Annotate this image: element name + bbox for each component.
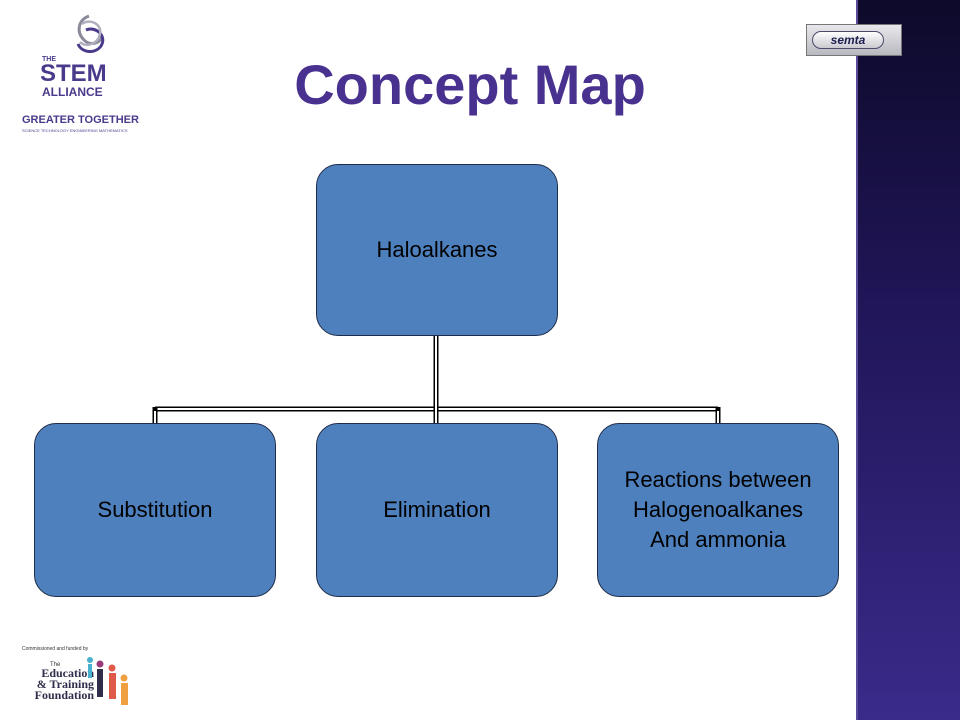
stem-subtagline: SCIENCE TECHNOLOGY ENGINEERING MATHEMATI… (22, 128, 128, 133)
etf-name-text: Education & Training Foundation (34, 666, 94, 702)
etf-commissioned-text: Commissioned and funded by (22, 646, 89, 652)
semta-logo-text: semta (812, 31, 884, 49)
concept-node-substitution: Substitution (34, 423, 276, 597)
slide-title: Concept Map (294, 53, 646, 116)
stem-tagline: GREATER TOGETHER (22, 114, 139, 126)
stem-name-text: STEM (40, 60, 107, 87)
etf-logo: Commissioned and funded by The Education… (22, 646, 142, 712)
stem-alliance-logo: THE STEM ALLIANCE GREATER TOGETHER SCIEN… (20, 12, 150, 133)
semta-logo: semta (806, 24, 902, 56)
stem-knot-icon (76, 14, 105, 53)
etf-the-text: The (50, 662, 61, 668)
decorative-side-band (856, 0, 960, 720)
concept-node-reactions-ammonia: Reactions between Halogenoalkanes And am… (597, 423, 839, 597)
stem-alliance-text: ALLIANCE (42, 85, 103, 99)
stem-the-text: THE (42, 56, 56, 63)
concept-node-root: Haloalkanes (316, 164, 558, 336)
concept-node-elimination: Elimination (316, 423, 558, 597)
etf-figures-icon (87, 657, 128, 705)
